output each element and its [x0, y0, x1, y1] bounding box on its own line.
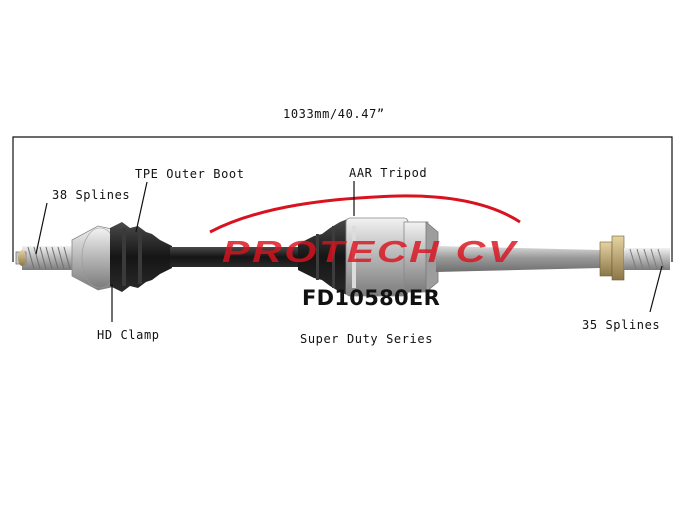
- tripod-housing: [345, 217, 439, 297]
- outer-cv-housing: [71, 225, 119, 291]
- left-spline-stub: [15, 246, 74, 270]
- inner-boot: [298, 218, 350, 296]
- dimension-bracket: [12, 136, 673, 262]
- tripod-label: AAR Tripod: [349, 166, 428, 180]
- right-bearing-end: [599, 235, 670, 281]
- left-shaft: [170, 247, 310, 267]
- left-splines-label: 38 Splines: [52, 188, 131, 202]
- outer-boot-label: TPE Outer Boot: [135, 167, 245, 181]
- part-number: FD10580ER: [302, 286, 441, 310]
- intermediate-shaft: [436, 246, 600, 272]
- leader-lines: [35, 181, 663, 322]
- overall-length-label: 1033mm/40.47”: [283, 107, 385, 121]
- right-splines-label: 35 Splines: [582, 318, 661, 332]
- watermark-swoosh: [209, 194, 521, 234]
- outer-boot: [110, 222, 172, 292]
- watermark-text: PROTECH CV: [222, 234, 518, 269]
- series-label: Super Duty Series: [300, 332, 434, 346]
- clamp-label: HD Clamp: [97, 328, 160, 342]
